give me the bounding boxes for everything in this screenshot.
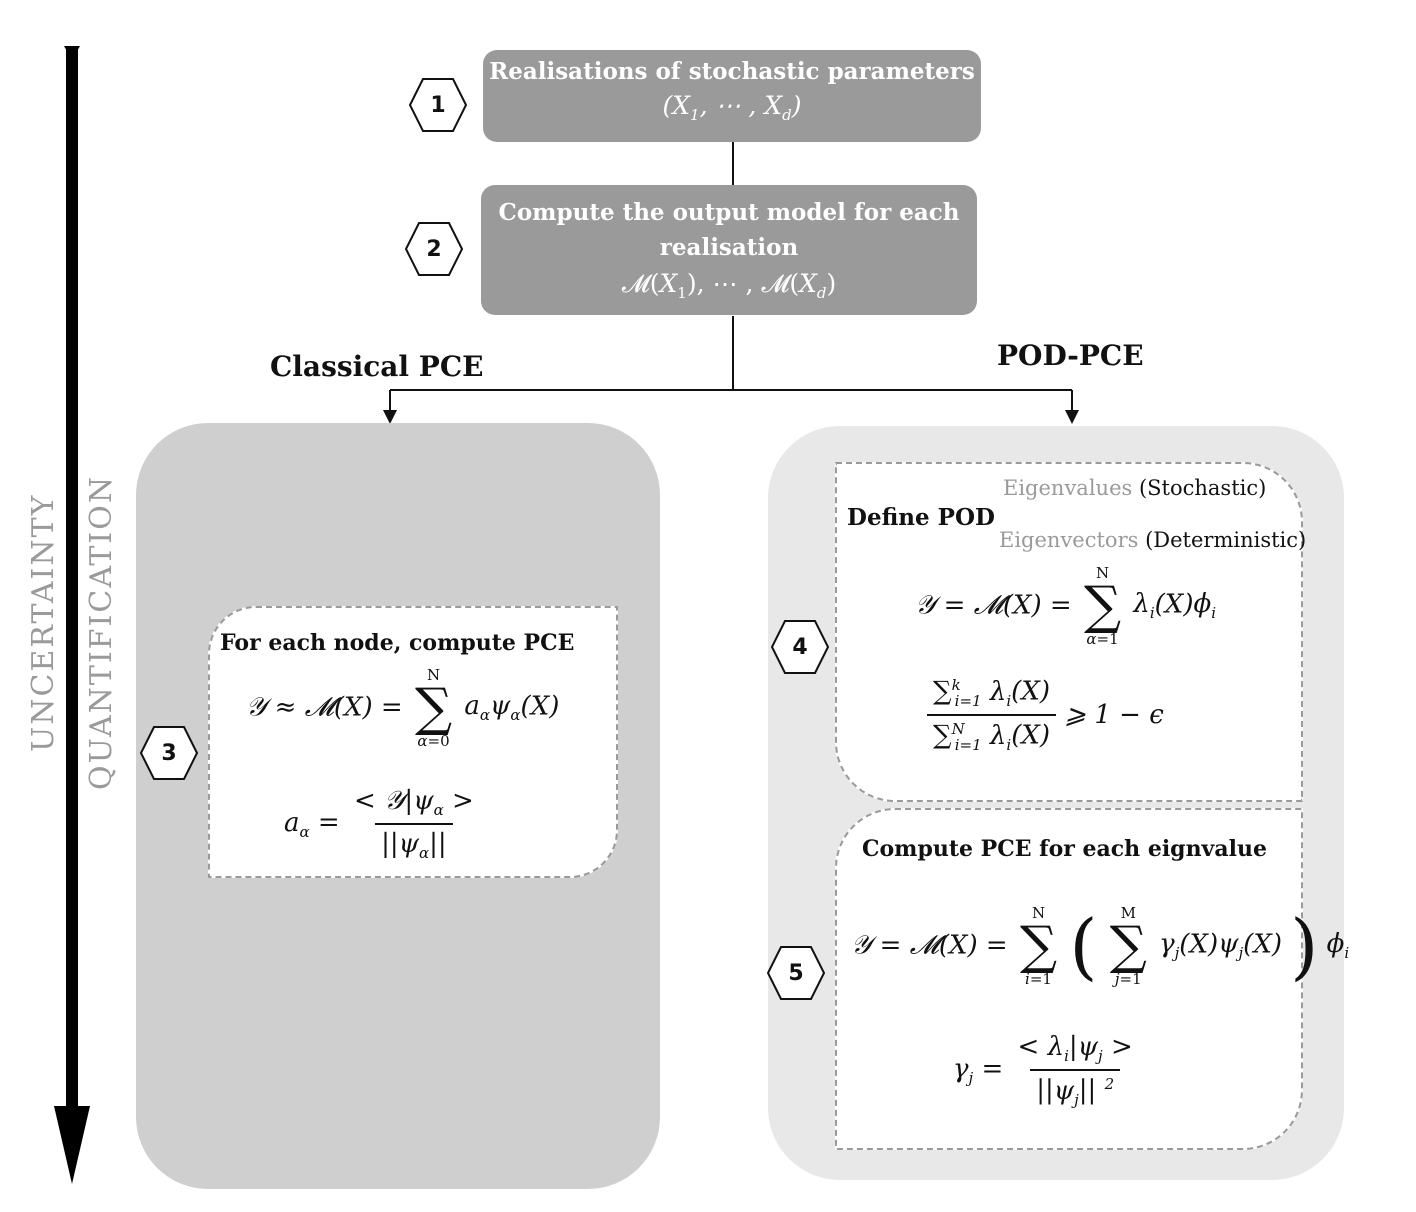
pce-eigenvalue-title: Compute PCE for each eignvalue bbox=[862, 836, 1267, 862]
classical-pce-label: Classical PCE bbox=[270, 350, 484, 383]
step-2-badge: 2 bbox=[404, 222, 464, 276]
pod-decomposition-equation: 𝒴 = 𝓜(X) = N∑α=1 λi(X)ϕi bbox=[915, 564, 1217, 648]
classical-pce-title: For each node, compute PCE bbox=[220, 630, 575, 656]
step-2-formula: 𝓜(X1), ⋯ , 𝓜(Xd) bbox=[621, 269, 837, 302]
pod-pce-label: POD-PCE bbox=[997, 339, 1144, 372]
step-2-title-line2: realisation bbox=[659, 234, 799, 261]
step-2-box: Compute the output model for each realis… bbox=[481, 185, 977, 315]
classical-coefficient-equation: aα = < 𝒴|ψα >||ψα|| bbox=[284, 786, 474, 863]
classical-pce-card: For each node, compute PCE 𝒴 ≈ 𝓜(X) = N∑… bbox=[208, 606, 618, 878]
classical-pce-equation: 𝒴 ≈ 𝓜(X) = N∑α=0 aαψα(X) bbox=[246, 666, 560, 750]
step-1-title: Realisations of stochastic parameters bbox=[489, 58, 975, 85]
pod-truncation-criterion: ∑ki=1 λi(X)∑Ni=1 λi(X) ⩾ 1 − ϵ bbox=[927, 676, 1164, 754]
eigenvectors-annotation: Eigenvectors (Deterministic) bbox=[999, 528, 1307, 552]
step-1-formula: (X1, ⋯ , Xd) bbox=[662, 91, 802, 124]
step-1-badge: 1 bbox=[408, 78, 468, 132]
pce-eigenvalue-equation: 𝒴 = 𝓜(X) = N∑i=1 ( M∑j=1 γj(X)ψj(X) ) ϕi bbox=[851, 904, 1350, 988]
step-1-box: Realisations of stochastic parameters (X… bbox=[483, 50, 981, 142]
pce-eigenvalue-card: Compute PCE for each eignvalue 𝒴 = 𝓜(X) … bbox=[835, 808, 1349, 1150]
step-2-title-line1: Compute the output model for each bbox=[498, 199, 960, 226]
flow-arrow bbox=[54, 46, 90, 1184]
step-3-badge: 3 bbox=[139, 726, 199, 780]
eigenvalues-annotation: Eigenvalues (Stochastic) bbox=[1003, 476, 1267, 500]
define-pod-title: Define POD bbox=[847, 504, 995, 531]
step-5-badge: 5 bbox=[766, 946, 826, 1000]
gamma-coefficient-equation: γj = < λi|ψj >||ψj|| 2 bbox=[953, 1032, 1133, 1110]
define-pod-card: Eigenvalues (Stochastic) Define POD Eige… bbox=[835, 462, 1307, 802]
step-4-badge: 4 bbox=[770, 620, 830, 674]
